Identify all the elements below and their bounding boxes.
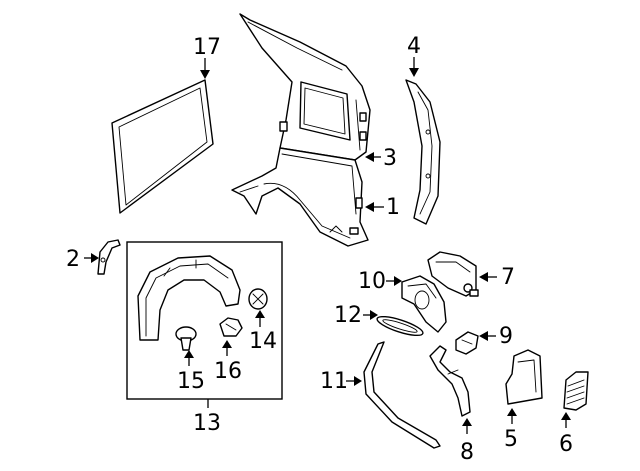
part-10-filler-housing[interactable]: [401, 275, 447, 333]
svg-text:17: 17: [193, 35, 221, 60]
part-11-weatherstrip[interactable]: [363, 341, 441, 449]
svg-text:14: 14: [249, 329, 277, 354]
svg-text:8: 8: [460, 440, 474, 465]
part-8-filler-pipe[interactable]: [429, 345, 471, 417]
svg-text:12: 12: [334, 303, 362, 328]
svg-text:16: 16: [214, 359, 242, 384]
svg-text:10: 10: [358, 269, 386, 294]
svg-text:4: 4: [407, 34, 421, 59]
callout-4: 4: [407, 34, 421, 77]
callout-3: 3: [365, 146, 397, 171]
part-3-upper-quarter-panel[interactable]: [239, 13, 371, 161]
callout-2: 2: [66, 247, 99, 272]
part-1-lower-quarter-panel[interactable]: [231, 147, 369, 247]
callout-10: 10: [358, 269, 402, 294]
part-5-trim-panel[interactable]: [505, 349, 543, 405]
svg-text:7: 7: [501, 265, 515, 290]
part-13-wheelhouse-liner[interactable]: [137, 255, 241, 341]
svg-text:5: 5: [504, 427, 518, 452]
part-6-vent-grille[interactable]: [563, 371, 589, 411]
callout-5: 5: [504, 408, 518, 452]
svg-text:11: 11: [320, 369, 348, 394]
callout-16: 16: [214, 340, 242, 384]
callout-1: 1: [365, 195, 400, 220]
callout-17: 17: [193, 35, 221, 79]
part-15-push-pin[interactable]: [175, 326, 197, 351]
callout-14: 14: [249, 310, 277, 354]
svg-text:6: 6: [559, 432, 573, 457]
svg-text:3: 3: [383, 146, 397, 171]
svg-text:15: 15: [177, 369, 205, 394]
part-17-quarter-window-glass[interactable]: [111, 79, 214, 214]
callout-13: 13: [193, 399, 221, 436]
svg-text:1: 1: [386, 195, 400, 220]
part-9-bracket[interactable]: [455, 331, 479, 355]
part-2-bracket[interactable]: [97, 239, 121, 275]
callout-8: 8: [460, 418, 474, 465]
part-7-fuel-door[interactable]: [427, 251, 479, 297]
svg-text:13: 13: [193, 411, 221, 436]
callout-6: 6: [559, 412, 573, 457]
part-13-liner-kit-box: [126, 241, 283, 400]
callout-12: 12: [334, 303, 378, 328]
callout-9: 9: [479, 324, 513, 349]
part-16-retainer[interactable]: [219, 317, 243, 337]
svg-text:2: 2: [66, 247, 80, 272]
callout-15: 15: [177, 350, 205, 394]
callout-11: 11: [320, 369, 362, 394]
part-12-seal[interactable]: [375, 313, 424, 339]
callout-7: 7: [479, 265, 515, 290]
part-14-clip[interactable]: [248, 288, 268, 310]
svg-text:9: 9: [499, 324, 513, 349]
part-4-pillar-reinforcement[interactable]: [405, 79, 441, 225]
